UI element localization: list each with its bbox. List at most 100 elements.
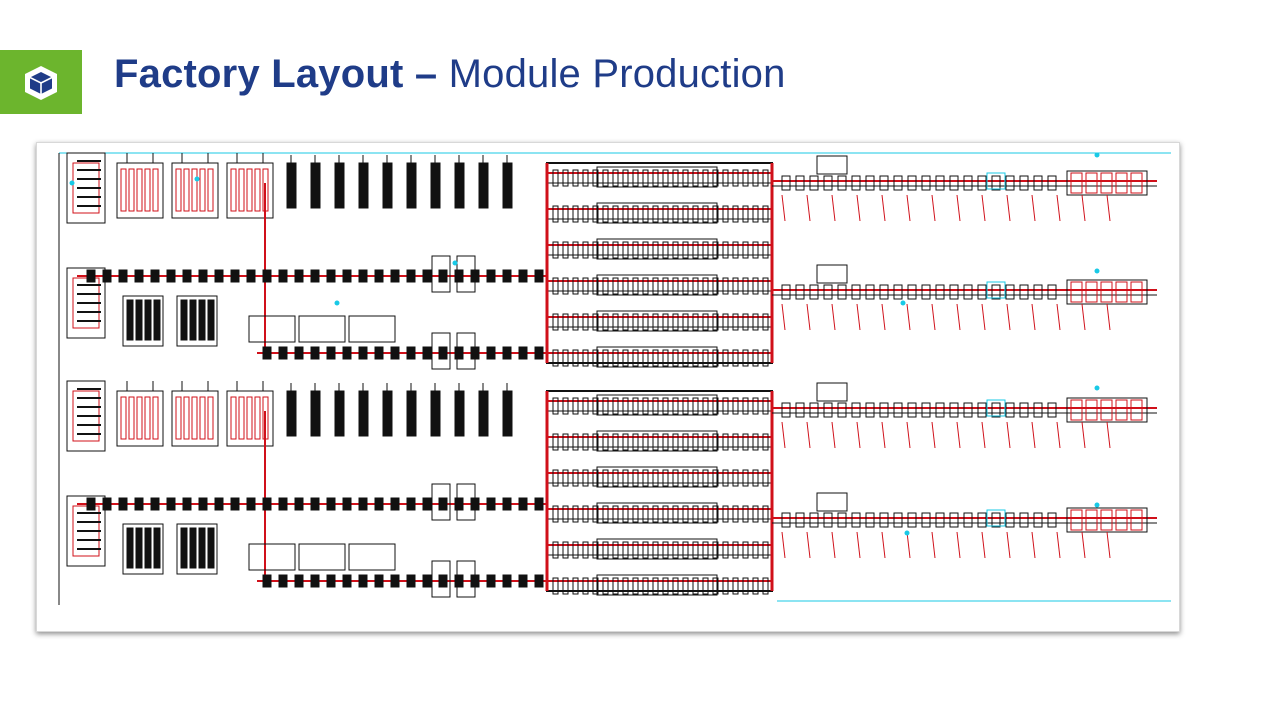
roller xyxy=(977,175,987,191)
annotation-leader xyxy=(981,303,986,331)
annotation-leader xyxy=(931,531,936,559)
roller xyxy=(602,577,609,595)
roller xyxy=(935,284,945,300)
roller xyxy=(278,574,288,588)
roller xyxy=(762,205,769,223)
roller xyxy=(893,175,903,191)
machine-block xyxy=(382,390,393,437)
roller xyxy=(762,577,769,595)
roller xyxy=(851,175,861,191)
roller xyxy=(692,241,699,259)
roller xyxy=(582,397,589,415)
roller xyxy=(534,346,544,360)
roller xyxy=(102,497,112,511)
roller xyxy=(692,505,699,523)
roller xyxy=(742,313,749,331)
roller xyxy=(592,169,599,187)
roller xyxy=(622,241,629,259)
roller xyxy=(502,497,512,511)
roller xyxy=(907,512,917,528)
machine-block xyxy=(122,523,164,575)
roller xyxy=(552,205,559,223)
roller xyxy=(572,577,579,595)
roller xyxy=(823,402,833,418)
roller xyxy=(732,277,739,295)
machine-block xyxy=(596,502,718,524)
machine-block xyxy=(198,527,206,569)
machine-block xyxy=(1115,172,1128,194)
roller xyxy=(692,397,699,415)
roller xyxy=(406,346,416,360)
machine-block xyxy=(382,162,393,209)
machine-block xyxy=(454,390,465,437)
roller xyxy=(851,284,861,300)
annotation-leader xyxy=(806,303,811,331)
roller xyxy=(949,284,959,300)
roller xyxy=(572,433,579,451)
roller xyxy=(374,269,384,283)
roller xyxy=(712,541,719,559)
roller xyxy=(712,505,719,523)
marker-dot xyxy=(1094,385,1100,391)
roller xyxy=(963,175,973,191)
machine-block xyxy=(1115,509,1128,531)
machine-block xyxy=(596,238,718,260)
machine-block xyxy=(478,162,489,209)
roller xyxy=(702,541,709,559)
roller xyxy=(642,241,649,259)
machine-block xyxy=(180,299,188,341)
roller xyxy=(572,541,579,559)
roller xyxy=(502,574,512,588)
machine-block xyxy=(1085,399,1098,421)
machine-block xyxy=(198,299,206,341)
machine-block xyxy=(128,396,135,440)
roller xyxy=(562,169,569,187)
machine-block xyxy=(176,523,218,575)
annotation-leader xyxy=(1031,421,1036,449)
roller xyxy=(612,397,619,415)
machine-block xyxy=(183,168,190,212)
roller xyxy=(592,205,599,223)
roller xyxy=(712,577,719,595)
roller xyxy=(358,269,368,283)
roller xyxy=(612,505,619,523)
factory-layout-drawing xyxy=(36,142,1180,632)
roller xyxy=(198,269,208,283)
roller xyxy=(662,277,669,295)
annotation-leader xyxy=(856,531,861,559)
annotation-leader xyxy=(1081,194,1086,222)
machine-block xyxy=(454,162,465,209)
roller xyxy=(602,505,609,523)
machine-block xyxy=(596,430,718,452)
roller xyxy=(552,397,559,415)
roller xyxy=(702,397,709,415)
roller xyxy=(642,469,649,487)
machine-block xyxy=(116,162,164,219)
roller xyxy=(562,397,569,415)
roller xyxy=(722,277,729,295)
roller xyxy=(722,469,729,487)
annotation-leader xyxy=(831,303,836,331)
roller xyxy=(879,402,889,418)
roller xyxy=(1005,175,1015,191)
roller xyxy=(692,277,699,295)
roller xyxy=(592,505,599,523)
roller xyxy=(935,402,945,418)
roller xyxy=(742,169,749,187)
marker-dot xyxy=(1094,268,1100,274)
roller xyxy=(762,505,769,523)
annotation-leader xyxy=(1081,421,1086,449)
roller xyxy=(672,277,679,295)
machine-block xyxy=(431,255,451,293)
roller xyxy=(406,269,416,283)
roller xyxy=(582,577,589,595)
roller xyxy=(642,205,649,223)
machine-block xyxy=(144,527,152,569)
roller xyxy=(632,433,639,451)
roller xyxy=(632,469,639,487)
roller xyxy=(552,469,559,487)
roller xyxy=(762,433,769,451)
roller xyxy=(851,402,861,418)
roller xyxy=(935,175,945,191)
roller xyxy=(602,205,609,223)
